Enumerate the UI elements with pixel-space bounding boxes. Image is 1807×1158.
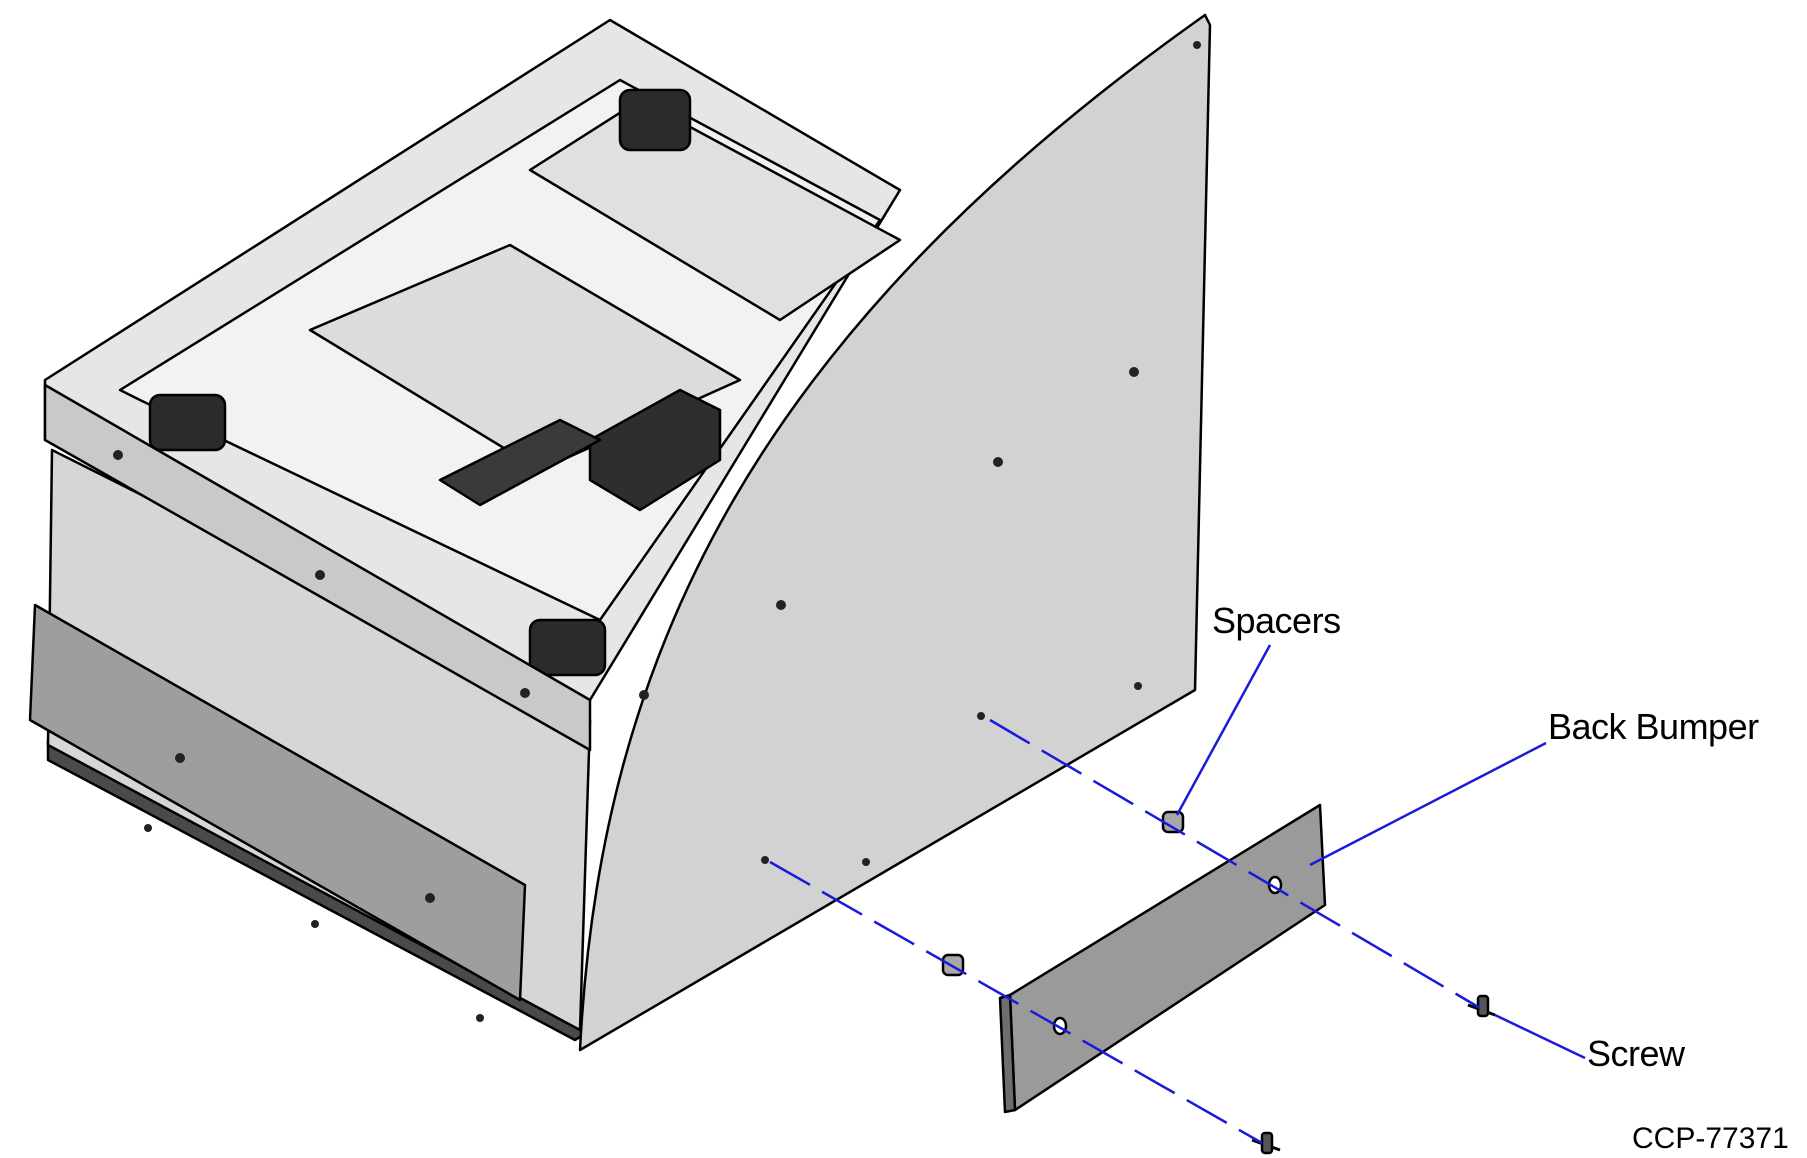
leader-screw <box>1494 1013 1586 1060</box>
interior-module <box>588 388 722 512</box>
front-bumper <box>28 603 527 1002</box>
callout-back-bumper: Back Bumper <box>1548 706 1759 747</box>
callout-screw: Screw <box>1587 1033 1685 1074</box>
leveling-foot-left <box>148 393 227 452</box>
leveling-foot-back <box>618 88 692 152</box>
axis-line-lower <box>769 860 1263 1145</box>
interior-shelf <box>308 243 742 472</box>
cabinet-assembly <box>28 13 1212 1052</box>
assembly-axis-lines <box>769 718 1481 1145</box>
callout-spacers: Spacers <box>1212 600 1341 641</box>
screw-lower <box>1251 1131 1281 1155</box>
cabinet-side-panel <box>578 13 1212 1052</box>
interior-bracket <box>528 98 902 322</box>
cabinet-front-lip <box>43 383 592 752</box>
screw-upper <box>1467 994 1496 1018</box>
exploded-parts <box>941 803 1496 1155</box>
leader-back-bumper <box>1309 741 1547 867</box>
callout-leader-lines <box>1175 644 1586 1060</box>
axis-line-upper <box>989 718 1481 1010</box>
spacer-lower <box>941 953 965 977</box>
interior-dark-strip <box>438 418 602 507</box>
leveling-foot-front <box>528 618 607 677</box>
leader-spacers <box>1175 644 1272 816</box>
side-panel-holes <box>639 41 1201 866</box>
front-panel-holes <box>113 450 530 1022</box>
figure-id: CCP-77371 <box>1632 1122 1789 1155</box>
back-bumper-plate <box>1008 803 1327 1112</box>
